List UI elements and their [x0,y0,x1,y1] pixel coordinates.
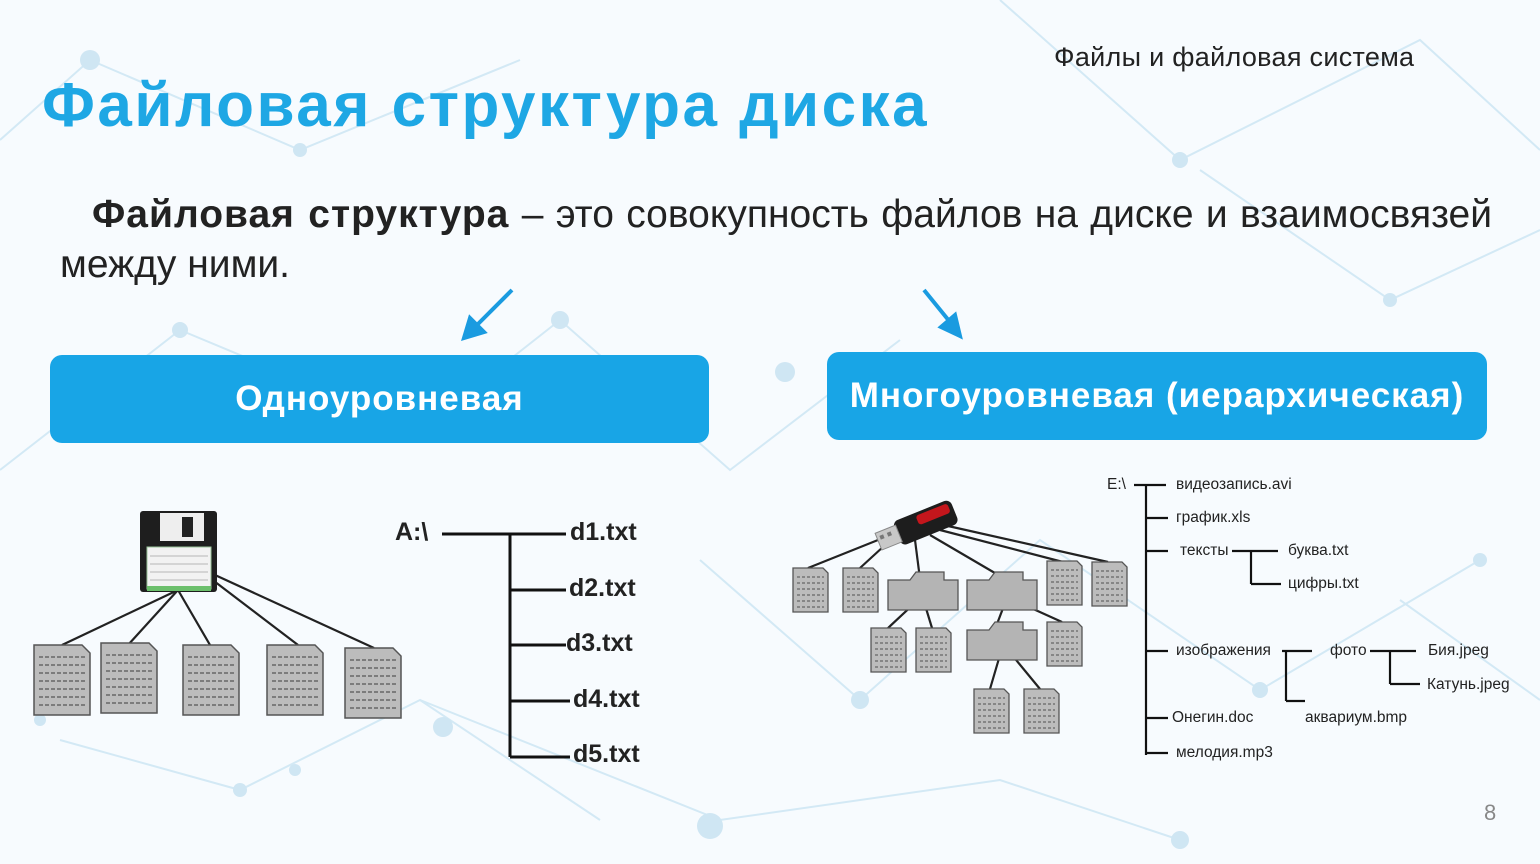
file-label-d5: d5.txt [573,740,640,768]
document-icon [182,644,240,716]
arrow-left-icon [461,288,514,341]
folder-label-images: изображения [1176,642,1271,659]
file-label-katun: Катунь.jpeg [1427,676,1510,693]
document-icon [842,567,879,613]
file-label-chart: график.xls [1176,509,1251,526]
definition-term: Файловая структура [92,193,510,236]
single-level-text-tree-lines [442,532,570,759]
document-icon [1046,621,1083,667]
folder-label-texts: тексты [1180,542,1229,559]
document-icon [973,688,1010,734]
single-level-tree-lines [61,574,375,649]
slide-title: Файловая структура диска [42,71,930,140]
file-label-d4: d4.txt [573,685,640,713]
document-icon [1023,688,1060,734]
single-level-box: Одноуровневая [50,355,709,443]
multi-level-tree-lines [807,524,1109,690]
page-number: 8 [1484,800,1497,825]
document-icon [792,567,829,613]
document-icon [1046,560,1083,606]
multi-level-label: Многоуровневая (иерархическая) [849,376,1465,415]
document-icon [33,644,91,716]
file-label-video: видеозапись.avi [1176,476,1292,493]
file-label-d1: d1.txt [570,518,637,546]
multi-level-box: Многоуровневая (иерархическая) [827,352,1487,440]
single-level-label: Одноуровневая [235,379,524,418]
file-label-aquarium: аквариум.bmp [1305,709,1407,726]
file-label-d2: d2.txt [569,574,636,602]
usb-drive-icon [874,500,958,551]
file-label-digits: цифры.txt [1288,575,1359,592]
document-icon [1091,561,1128,607]
folder-icon [966,571,1038,611]
single-root-label: A:\ [395,518,428,546]
folder-icon [887,571,959,611]
definition-text: Файловая структура – это совокупность фа… [60,190,1492,290]
multi-root-label: E:\ [1107,476,1127,493]
document-icon [100,642,158,714]
file-label-melody: мелодия.mp3 [1176,744,1273,761]
document-icon [915,627,952,673]
folder-icon [966,621,1038,661]
document-icon [266,644,324,716]
folder-label-photo: фото [1330,642,1367,659]
file-label-letter: буква.txt [1288,542,1349,559]
file-label-biya: Бия.jpeg [1428,642,1489,659]
file-label-onegin: Онегин.doc [1172,709,1254,726]
file-label-d3: d3.txt [566,629,633,657]
slide-subject: Файлы и файловая система [1054,42,1415,72]
arrow-right-icon [922,288,963,340]
multi-level-text-tree-lines [1134,483,1420,755]
definition-body: – это совокупность файлов на диске и вза… [60,193,1492,286]
document-icon [870,627,907,673]
document-icon [344,647,402,719]
floppy-disk-icon [140,511,217,592]
